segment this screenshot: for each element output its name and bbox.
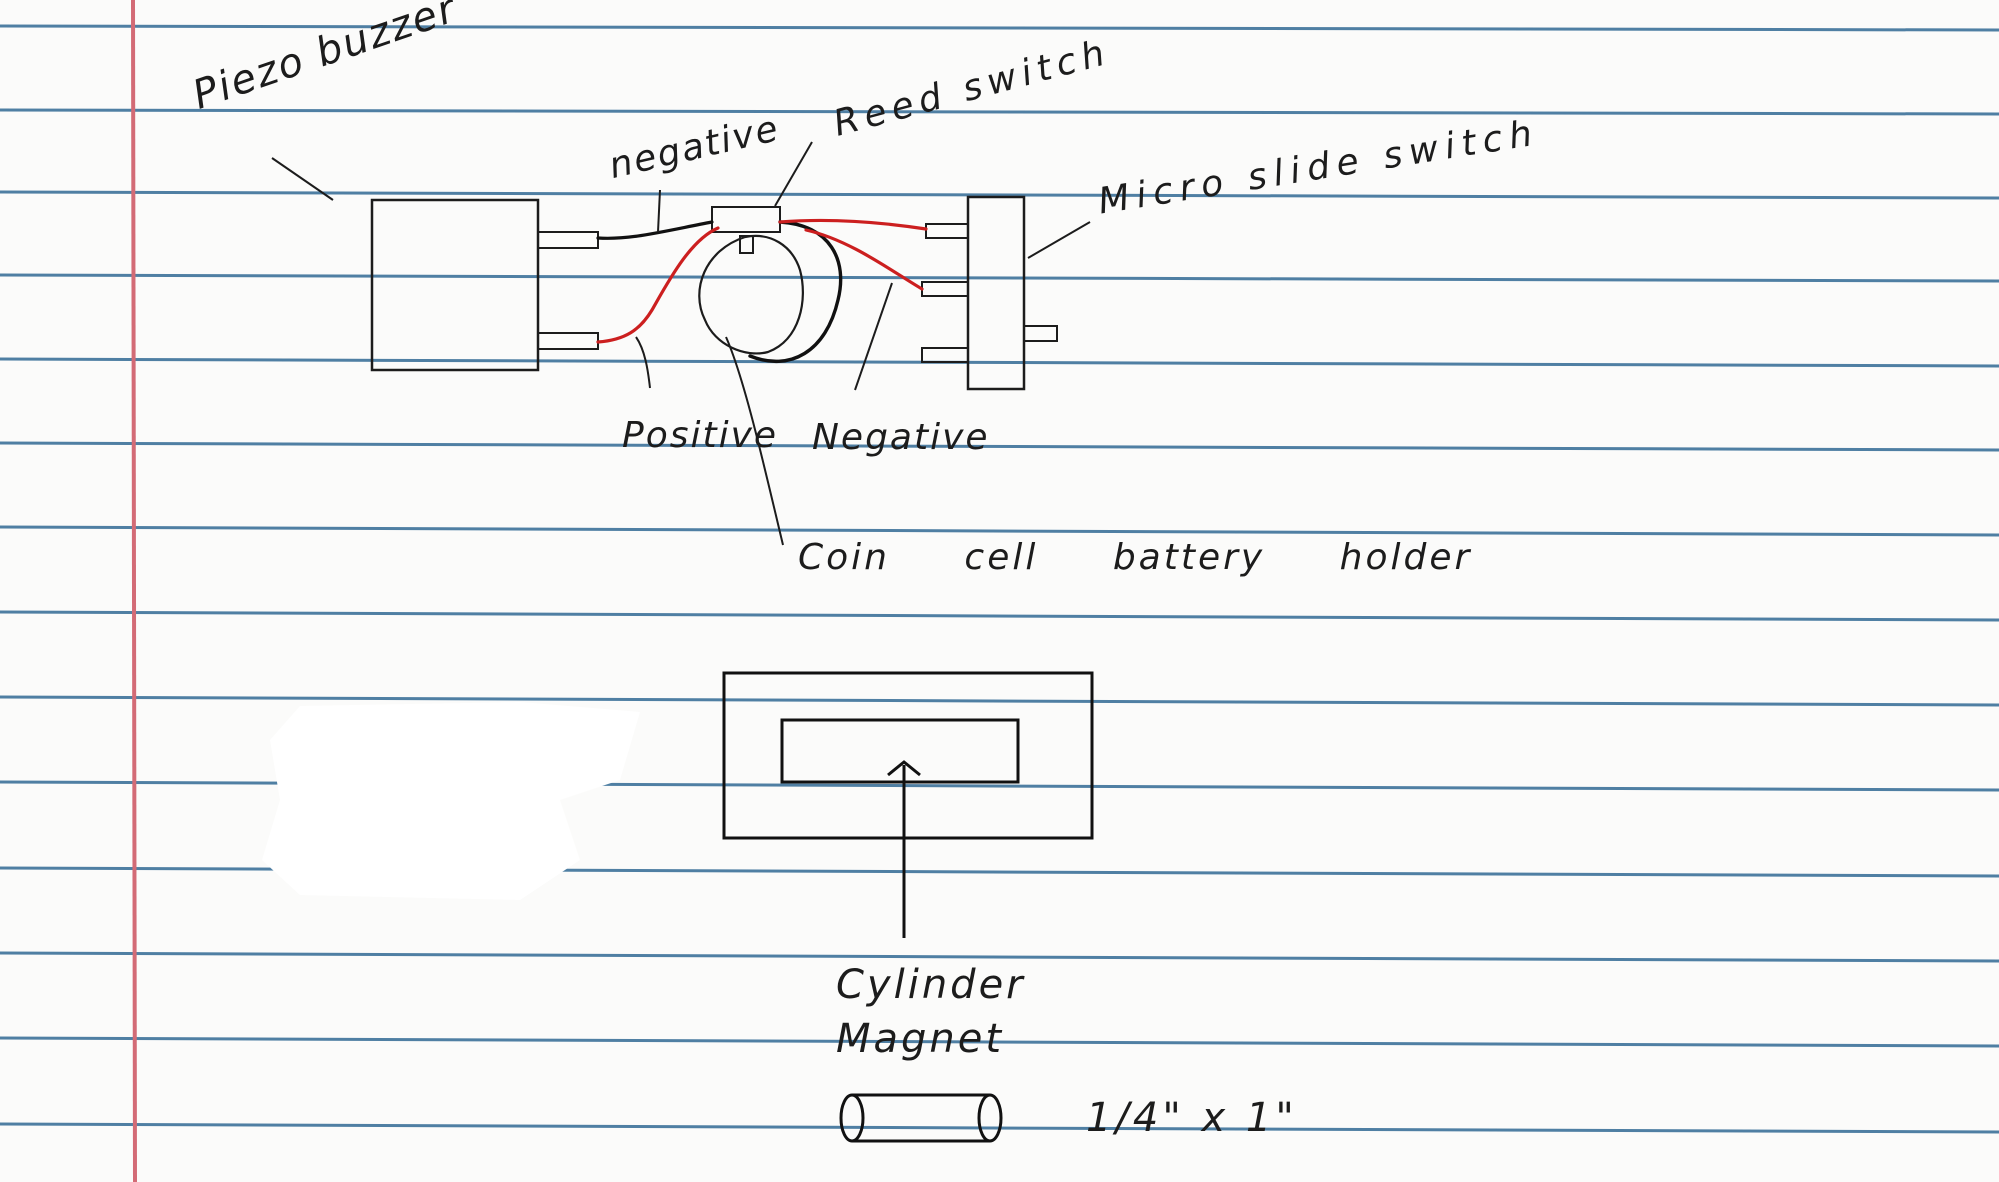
red-wire-battery-to-switch (804, 228, 924, 291)
positive-label: Positive (622, 415, 779, 456)
black-wire-buzzer-to-reed (596, 220, 714, 240)
piezo-pointer (271, 157, 334, 201)
red-wire-reed-to-switch (778, 218, 928, 231)
slide-switch-pin-2 (921, 281, 969, 297)
battery-holder-outline (698, 234, 804, 355)
piezo-lead-top (537, 231, 599, 249)
negative-top-pointer (657, 189, 661, 233)
black-wire-battery-loop (748, 220, 843, 364)
reed-pointer (774, 141, 813, 207)
erased-patch (262, 702, 640, 900)
slide-switch-pin-1 (925, 223, 969, 239)
slide-switch-pin-3 (921, 347, 969, 363)
magnet-arrow (887, 760, 921, 938)
negative-bottom-label: Negative (812, 417, 990, 458)
piezo-lead-bottom (537, 332, 599, 350)
cylinder-magnet-label: Cylinder Magnet (836, 962, 1026, 1062)
reed-switch-body (711, 206, 781, 233)
red-wire-positive (596, 226, 720, 344)
coin-cell-battery-holder-label: Coin cell battery holder (798, 537, 1473, 578)
magnet-housing-outer (722, 671, 1094, 840)
magnet-size-label: 1/4" x 1" (1086, 1095, 1298, 1141)
cylinder-magnet-icon (839, 1093, 1003, 1143)
piezo-buzzer-body (370, 198, 540, 372)
wiring (596, 218, 928, 364)
margin-line (131, 0, 137, 1182)
slide-switch-knob (1023, 325, 1058, 342)
negative-bottom-pointer (854, 282, 893, 391)
slide-switch-pointer (1027, 221, 1091, 259)
magnet-slot (780, 718, 1020, 784)
positive-pointer (635, 336, 651, 389)
battery-holder-pointer (725, 336, 784, 546)
slide-switch-body (966, 195, 1026, 391)
